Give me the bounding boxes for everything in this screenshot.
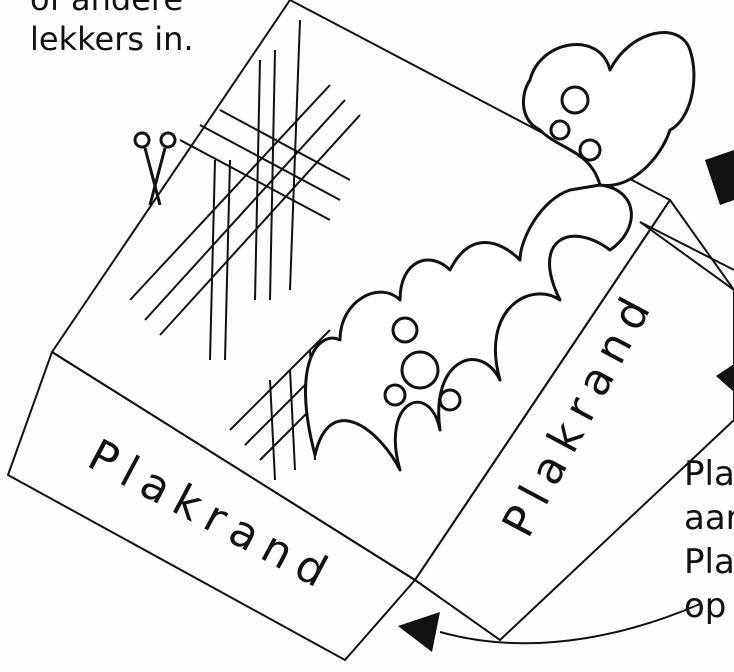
glue-flap-label-left: Plakrand bbox=[80, 430, 344, 603]
arrow-left-icon bbox=[398, 612, 440, 652]
glue-flap-label-right: Plakrand bbox=[493, 281, 666, 545]
eggshell-top bbox=[521, 31, 696, 188]
egg-dots bbox=[383, 85, 602, 412]
instruction-top-line-1: of andere bbox=[30, 0, 183, 18]
instruction-right-line-3: Pla bbox=[684, 542, 734, 582]
left-glue-flap bbox=[7, 351, 416, 661]
instruction-right-line-1: Pla bbox=[684, 454, 734, 494]
instruction-right-line-4: op bbox=[684, 586, 727, 626]
grass-weave-top bbox=[129, 19, 361, 361]
partial-letter-b bbox=[705, 150, 734, 205]
instruction-right-line-2: aar bbox=[684, 498, 734, 538]
arrow-bottom-curve bbox=[439, 603, 701, 645]
scissors-icon bbox=[133, 131, 177, 206]
instruction-top-line-2: lekkers in. bbox=[30, 20, 194, 58]
arrow-head-icon bbox=[716, 364, 734, 392]
right-glue-flap bbox=[414, 199, 734, 641]
